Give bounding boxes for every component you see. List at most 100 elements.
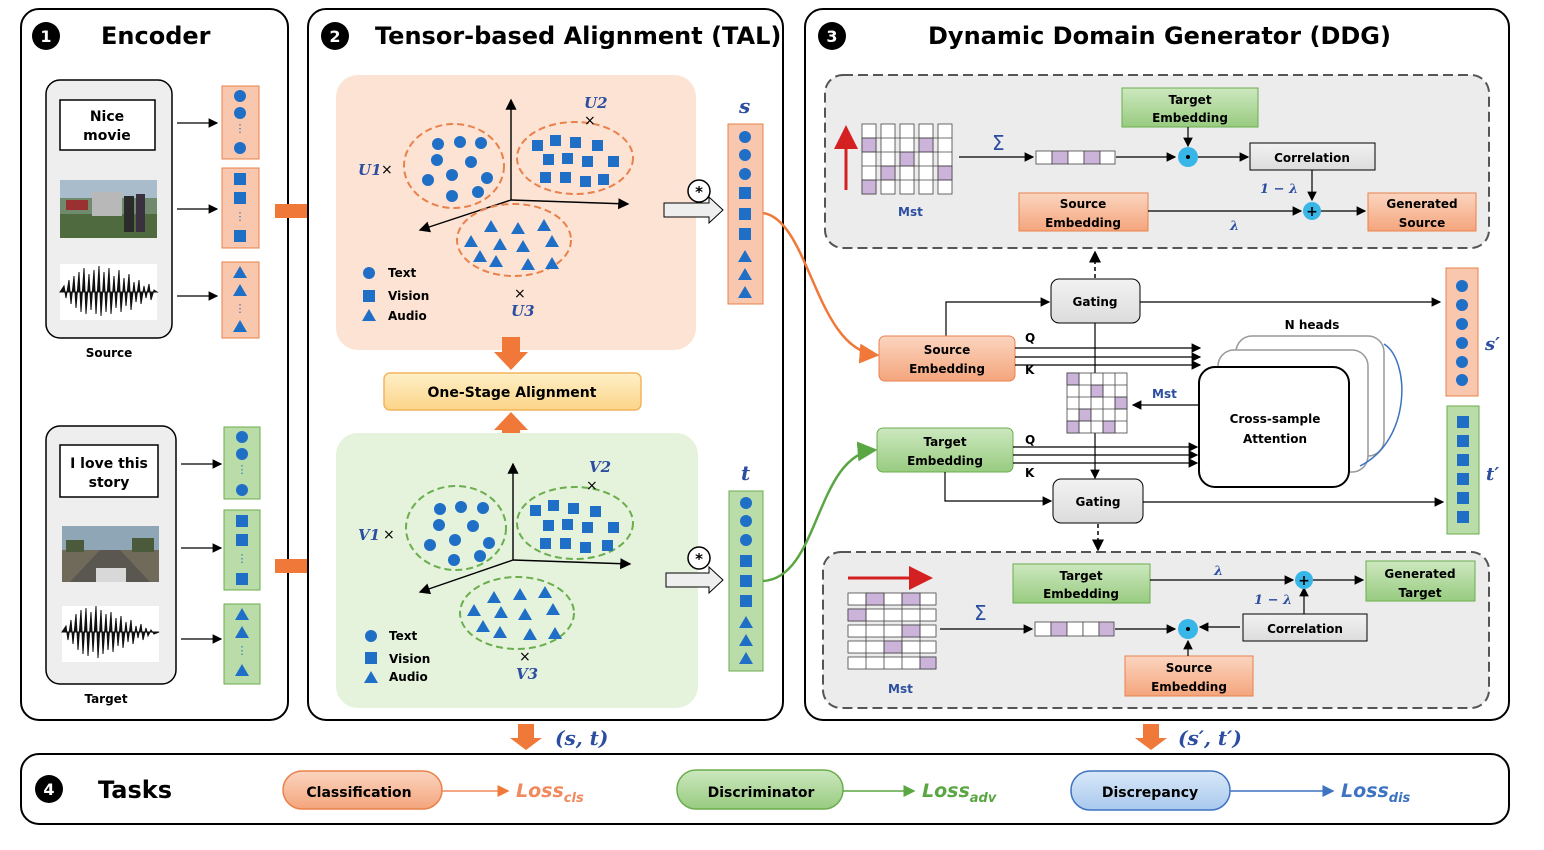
svg-text:Correlation: Correlation	[1267, 622, 1343, 636]
svg-text:⋮: ⋮	[235, 122, 246, 135]
svg-text:⋮: ⋮	[235, 302, 246, 315]
top-sum-vector	[1035, 150, 1116, 165]
svg-text:4: 4	[43, 780, 54, 799]
tal-panel: 2 Tensor-based Alignment (TAL) U1 × U2 ×…	[307, 8, 784, 721]
svg-text:⋮: ⋮	[237, 463, 248, 476]
target-audio-waveform	[61, 605, 160, 662]
tal-output-t: t	[741, 461, 751, 485]
svg-text:Target: Target	[1168, 93, 1211, 107]
svg-text:Vision: Vision	[388, 289, 429, 303]
bottom-correlation	[1242, 613, 1368, 642]
bottom-target-embedding	[1012, 563, 1151, 604]
n-heads-label: N heads	[1285, 318, 1340, 332]
cluster-u2: U2	[584, 94, 608, 112]
cross-sample-attention	[1198, 366, 1350, 488]
svg-text:*: *	[695, 183, 703, 201]
svg-text:Audio: Audio	[389, 670, 428, 684]
ddg-title: Dynamic Domain Generator (DDG)	[928, 22, 1391, 50]
svg-text:Embedding: Embedding	[907, 454, 983, 468]
tal-output-s: s	[738, 94, 750, 118]
svg-text:⋮: ⋮	[237, 552, 248, 565]
svg-text:×: ×	[584, 113, 596, 129]
svg-text:+: +	[1298, 573, 1310, 589]
svg-text:Classification: Classification	[306, 785, 411, 801]
svg-text:Gating: Gating	[1076, 495, 1121, 509]
source-vision-features: ⋮	[221, 167, 260, 249]
t-prime-vector	[1446, 405, 1480, 535]
svg-text:Q: Q	[1025, 433, 1035, 447]
svg-text:Target: Target	[1398, 586, 1441, 600]
svg-text:×: ×	[514, 286, 526, 302]
t-to-ddg-connector	[762, 441, 878, 583]
svg-text:3: 3	[826, 27, 837, 46]
svg-text:Source: Source	[924, 343, 971, 357]
source-text-line1: Nice	[90, 109, 124, 125]
tasks-title: Tasks	[98, 776, 172, 804]
target-legend: Text Vision Audio	[364, 629, 430, 684]
svg-text:×: ×	[586, 478, 598, 494]
svg-text:+: +	[1306, 204, 1318, 220]
encoder-title: Encoder	[101, 22, 211, 50]
bottom-sum-vector	[1034, 621, 1115, 637]
tasks-panel: 4 Tasks Classification Losscls Discrimin…	[20, 753, 1510, 825]
svg-text:Embedding: Embedding	[1043, 587, 1119, 601]
target-text-features: ⋮	[223, 426, 261, 500]
target-generator-module	[822, 551, 1490, 709]
cluster-v1: V1	[358, 526, 380, 544]
source-legend: Text Vision Audio	[362, 266, 429, 323]
svg-text:λ: λ	[1229, 219, 1239, 234]
svg-text:Embedding: Embedding	[1152, 111, 1228, 125]
loss-adv: Lossadv	[922, 780, 997, 806]
svg-text:Cross-sample: Cross-sample	[1230, 412, 1321, 426]
svg-text:1: 1	[40, 27, 51, 46]
one-stage-alignment-label: One-Stage Alignment	[428, 385, 597, 401]
target-text-line2: story	[89, 475, 130, 491]
svg-text:Target: Target	[923, 435, 966, 449]
svg-text:⋮: ⋮	[235, 210, 246, 223]
svg-text:Generated: Generated	[1384, 567, 1455, 581]
generated-target	[1365, 560, 1476, 602]
svg-text:Text: Text	[388, 266, 416, 280]
svg-text:1 − λ: 1 − λ	[1260, 182, 1298, 197]
tal-output-label: (s, t)	[555, 726, 608, 750]
loss-dis: Lossdis	[1341, 780, 1411, 806]
top-source-embedding	[1018, 192, 1149, 232]
bottom-mst-matrix	[847, 592, 937, 670]
svg-text:1 − λ: 1 − λ	[1254, 593, 1292, 608]
svg-text:Embedding: Embedding	[1151, 680, 1227, 694]
svg-text:Q: Q	[1025, 331, 1035, 345]
cluster-u1: U1	[358, 161, 382, 179]
svg-text:×: ×	[519, 649, 531, 665]
source-audio-waveform	[59, 264, 159, 320]
bottom-mst-label: Mst	[888, 682, 913, 696]
svg-text:Discrepancy: Discrepancy	[1102, 785, 1198, 801]
tal-title: Tensor-based Alignment (TAL)	[375, 22, 781, 50]
svg-text:Target: Target	[1059, 569, 1102, 583]
encoder-panel: 1 Encoder Nice movie Source I love this …	[20, 8, 289, 721]
svg-text:Σ: Σ	[992, 131, 1005, 155]
s-prime-vector	[1445, 267, 1479, 397]
svg-text:×: ×	[381, 162, 393, 178]
svg-text:*: *	[695, 550, 703, 568]
svg-text:Attention: Attention	[1243, 432, 1307, 446]
target-audio-features: ⋮	[223, 603, 261, 685]
svg-text:K: K	[1025, 466, 1035, 480]
cluster-v3: V3	[516, 665, 538, 683]
svg-text:Discriminator: Discriminator	[708, 785, 815, 801]
svg-text:2: 2	[329, 27, 340, 46]
svg-text:Audio: Audio	[388, 309, 427, 323]
svg-text:Source: Source	[1060, 197, 1107, 211]
svg-text:Embedding: Embedding	[1045, 216, 1121, 230]
generated-source	[1367, 192, 1477, 232]
svg-text:Gating: Gating	[1073, 295, 1118, 309]
tal-s-vector	[727, 123, 764, 305]
svg-text:λ: λ	[1213, 564, 1223, 579]
ddg-panel: 3 Dynamic Domain Generator (DDG) Mst Σ T…	[804, 8, 1510, 721]
source-text-line2: movie	[83, 128, 131, 144]
top-mst-label: Mst	[898, 205, 923, 219]
discriminator-task	[676, 769, 844, 810]
svg-text:Source: Source	[1166, 661, 1213, 675]
svg-text:Vision: Vision	[389, 652, 430, 666]
svg-text:K: K	[1025, 363, 1035, 377]
source-generator-module	[824, 74, 1490, 249]
